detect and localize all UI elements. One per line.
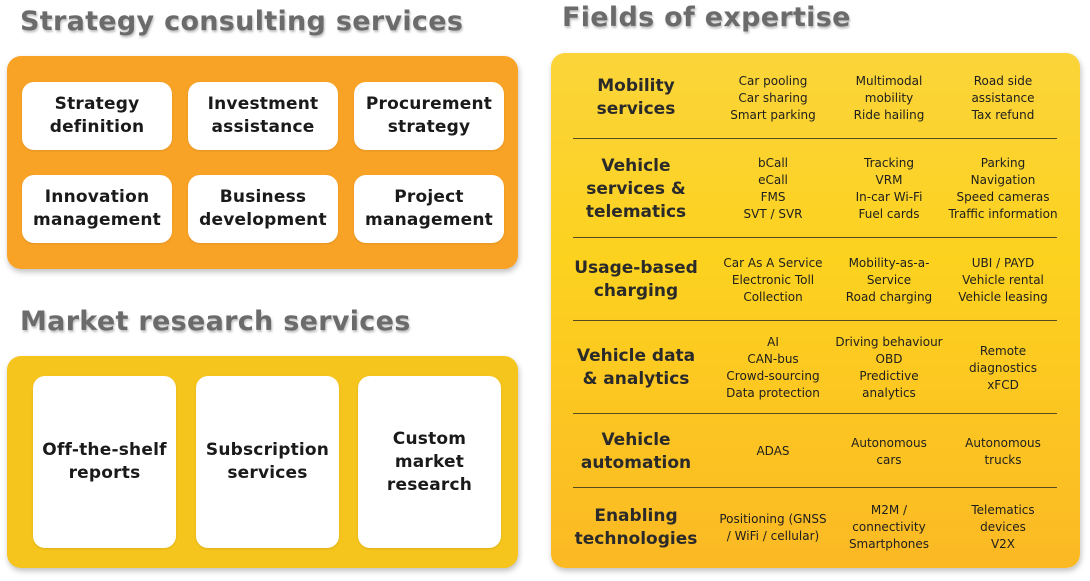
field-item: UBI / PAYD: [971, 255, 1035, 270]
field-item: SVT / SVR: [743, 207, 803, 221]
field-item: eCall: [758, 173, 788, 187]
row-divider: [573, 487, 1057, 488]
field-item: Speed cameras: [956, 190, 1050, 204]
field-item: Remote diagnostics: [968, 343, 1037, 375]
row-divider: [573, 237, 1057, 238]
field-item: Electronic Toll Collection: [731, 272, 815, 304]
field-item: Smartphones: [848, 537, 930, 551]
card-business-development: Business development: [188, 175, 338, 243]
field-item: Tax refund: [971, 107, 1035, 122]
card-off-the-shelf-reports: Off-the-shelf reports: [33, 376, 176, 548]
card-investment-assistance: Investment assistance: [188, 82, 338, 150]
field-item: bCall: [757, 156, 789, 170]
field-item: Telematics devices: [971, 503, 1035, 534]
field-item: M2M / connectivity: [852, 503, 926, 534]
card-procurement-strategy: Procurement strategy: [354, 82, 504, 150]
field-title-usage-based-charging: Usage-based charging: [574, 258, 698, 301]
field-item: VRM: [875, 173, 903, 187]
field-title-enabling-technologies: Enabling technologies: [574, 505, 698, 549]
field-item: Vehicle rental: [962, 272, 1044, 287]
field-item: CAN-bus: [747, 352, 799, 366]
field-item: Autonomous cars: [851, 435, 927, 467]
field-item: Data protection: [726, 386, 820, 400]
field-item: Autonomous trucks: [965, 435, 1041, 467]
field-item: Tracking: [864, 156, 914, 170]
card-project-management: Project management: [354, 175, 504, 243]
row-divider: [573, 413, 1057, 414]
field-item: Ride hailing: [853, 107, 925, 122]
field-title-vehicle-automation: Vehicle automation: [580, 429, 692, 473]
field-title-vehicle-data-analytics: Vehicle data & analytics: [576, 346, 696, 389]
field-item: Crowd-sourcing: [726, 369, 820, 383]
market-research-heading: Market research services: [20, 306, 411, 337]
field-item: Car sharing: [738, 90, 808, 105]
field-title-vehicle-services-telematics: Vehicle services & telematics: [585, 155, 687, 222]
field-item: AI: [767, 335, 779, 349]
field-item: Multimodal mobility: [855, 73, 923, 105]
field-item: Navigation: [970, 173, 1036, 187]
field-item: Predictive analytics: [859, 369, 919, 400]
field-item: Car As A Service: [723, 255, 823, 270]
field-item: Vehicle leasing: [958, 289, 1048, 304]
card-innovation-management: Innovation management: [22, 175, 172, 243]
field-item: Driving behaviour: [835, 335, 943, 349]
field-title-mobility-services: Mobility services: [596, 76, 676, 119]
field-item: Road side assistance: [971, 73, 1035, 105]
field-item: FMS: [760, 190, 786, 204]
field-item: ADAS: [756, 444, 790, 458]
field-item: In-car Wi-Fi: [855, 190, 923, 204]
strategy-consulting-heading: Strategy consulting services: [20, 6, 464, 37]
field-item: Road charging: [845, 289, 933, 304]
field-item: xFCD: [987, 377, 1019, 392]
field-cell: Positioning (GNSS / WiFi / cellular): [709, 489, 837, 566]
field-item: Fuel cards: [858, 207, 920, 221]
field-cell: Autonomous cars: [825, 415, 953, 488]
field-cell: ADAS: [709, 415, 837, 488]
field-item: Traffic information: [948, 207, 1058, 221]
card-custom-market-research: Custom market research: [358, 376, 501, 548]
field-cell: Autonomous trucks: [939, 415, 1067, 488]
row-divider: [573, 138, 1057, 139]
field-item: Positioning (GNSS / WiFi / cellular): [719, 511, 827, 543]
fields-of-expertise-heading: Fields of expertise: [562, 2, 851, 33]
field-item: OBD: [875, 352, 903, 366]
field-item: Car pooling: [738, 73, 808, 88]
card-subscription-services: Subscription services: [196, 376, 339, 548]
field-cell: Remote diagnostics xFCD: [939, 322, 1067, 414]
field-item: V2X: [990, 537, 1016, 551]
row-divider: [573, 320, 1057, 321]
field-item: Smart parking: [730, 107, 816, 122]
card-strategy-definition: Strategy definition: [22, 82, 172, 150]
field-item: Mobility-as-a- Service: [848, 255, 930, 287]
field-item: Parking: [980, 156, 1026, 170]
